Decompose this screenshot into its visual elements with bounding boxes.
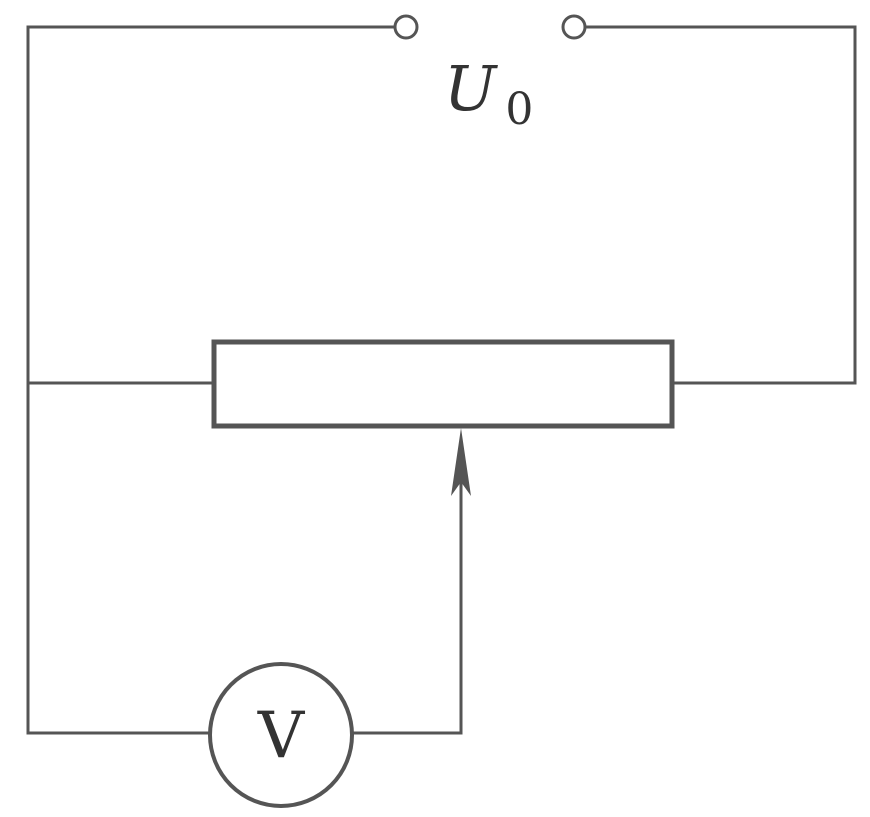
terminal-left	[393, 14, 419, 40]
voltmeter-letter: V	[257, 699, 306, 773]
slider-arrowhead	[451, 428, 471, 496]
voltmeter: V	[208, 662, 354, 808]
source-symbol: U	[444, 52, 498, 125]
wire-top-right	[583, 25, 857, 385]
terminal-right	[561, 14, 587, 40]
voltmeter-ring	[208, 662, 354, 808]
source-subscript: 0	[505, 84, 533, 135]
rheostat	[211, 339, 675, 429]
wiring	[26, 25, 857, 735]
wire-top-left	[26, 25, 397, 735]
source-voltage-label: U 0	[444, 52, 533, 135]
wire-voltmeter-to-slider	[350, 476, 463, 735]
